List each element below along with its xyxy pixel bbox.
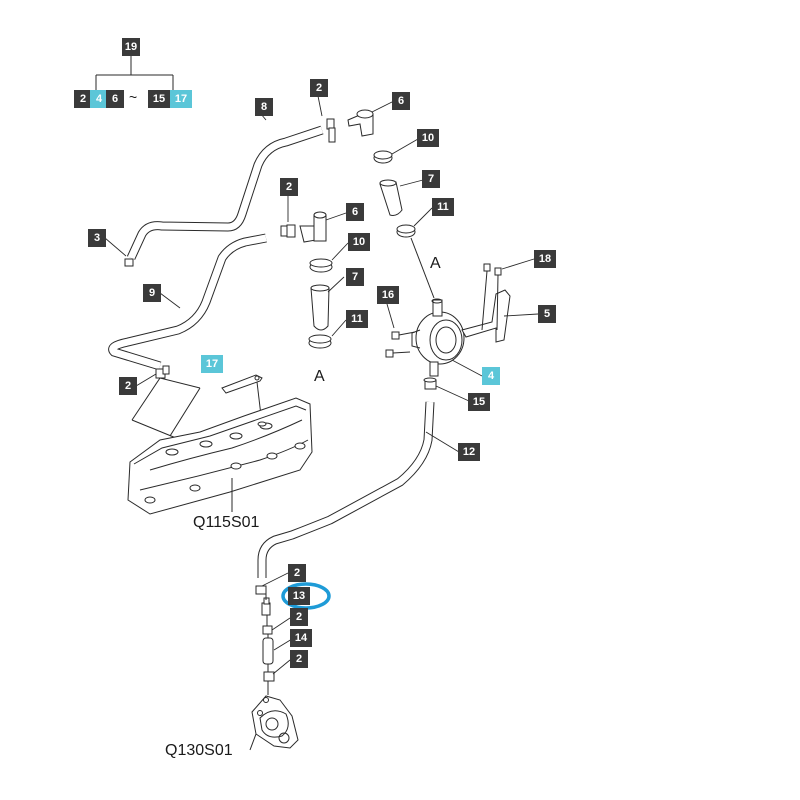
- callout-6-mid[interactable]: 6: [346, 203, 364, 221]
- pump-4-shape: [411, 298, 465, 377]
- legend-item-15[interactable]: 15: [148, 90, 170, 108]
- clamp-11-top-shape: [396, 224, 416, 238]
- clamp-2-mid-shape: [280, 224, 296, 238]
- callout-14[interactable]: 14: [290, 629, 312, 647]
- callout-19[interactable]: 19: [122, 38, 140, 56]
- sleeve-7-top-shape: [379, 179, 403, 216]
- elbow-6-top-shape: [347, 109, 374, 137]
- bracket-5-shape: [461, 289, 511, 343]
- clamp-10-top-shape: [373, 150, 393, 164]
- callout-2-low-1[interactable]: 2: [288, 564, 306, 582]
- callout-5[interactable]: 5: [538, 305, 556, 323]
- callout-12[interactable]: 12: [458, 443, 480, 461]
- cover-reference-label[interactable]: Q115S01: [193, 514, 260, 531]
- callout-4[interactable]: 4: [482, 367, 500, 385]
- callout-10-mid[interactable]: 10: [348, 233, 370, 251]
- legend-item-2[interactable]: 2: [74, 90, 92, 108]
- bolts-16-shape: [385, 331, 416, 358]
- water-pump-shape: [249, 695, 299, 751]
- clamp-10-mid-shape: [309, 258, 333, 273]
- callout-8[interactable]: 8: [255, 98, 273, 116]
- sleeve-7-mid-shape: [310, 284, 330, 331]
- hose-12: [257, 401, 435, 578]
- legend-tree-lines: [95, 56, 174, 90]
- callout-13[interactable]: 13: [288, 587, 310, 605]
- hose-8: [126, 125, 324, 260]
- clamp-2-top-shape: [326, 118, 336, 143]
- callout-2-cover[interactable]: 2: [119, 377, 137, 395]
- callout-2-low-3[interactable]: 2: [290, 650, 308, 668]
- callout-2-top[interactable]: 2: [310, 79, 328, 97]
- callout-15[interactable]: 15: [468, 393, 490, 411]
- connection-label-a-top: A: [430, 255, 441, 272]
- bolts-18-shape: [481, 263, 502, 331]
- elbow-6-mid-shape: [299, 211, 327, 243]
- clamp-15-shape: [423, 377, 437, 390]
- callout-10-top[interactable]: 10: [417, 129, 439, 147]
- legend-item-4[interactable]: 4: [90, 90, 108, 108]
- callout-2-low-2[interactable]: 2: [290, 608, 308, 626]
- clamp-11-mid-shape: [308, 334, 332, 349]
- callout-18[interactable]: 18: [534, 250, 556, 268]
- connection-label-a-bottom: A: [314, 368, 325, 385]
- legend-range-tilde: ~: [129, 89, 138, 105]
- rocker-cover-shape: [127, 397, 313, 515]
- bolt-3-shape: [124, 258, 134, 267]
- callout-3[interactable]: 3: [88, 229, 106, 247]
- legend-item-17[interactable]: 17: [170, 90, 192, 108]
- callout-7-mid[interactable]: 7: [346, 268, 364, 286]
- callout-7-top[interactable]: 7: [422, 170, 440, 188]
- callout-6-top[interactable]: 6: [392, 92, 410, 110]
- callout-9[interactable]: 9: [143, 284, 161, 302]
- hose-9: [108, 233, 267, 371]
- callout-17[interactable]: 17: [201, 355, 223, 373]
- legend-item-6[interactable]: 6: [106, 90, 124, 108]
- callout-16[interactable]: 16: [377, 286, 399, 304]
- pump-reference-label[interactable]: Q130S01: [165, 742, 233, 759]
- callout-11-top[interactable]: 11: [432, 198, 454, 216]
- callout-2-mid[interactable]: 2: [280, 178, 298, 196]
- plate-17-shape: [221, 374, 263, 394]
- fittings-chain-shape: [255, 585, 275, 695]
- callout-11-mid[interactable]: 11: [346, 310, 368, 328]
